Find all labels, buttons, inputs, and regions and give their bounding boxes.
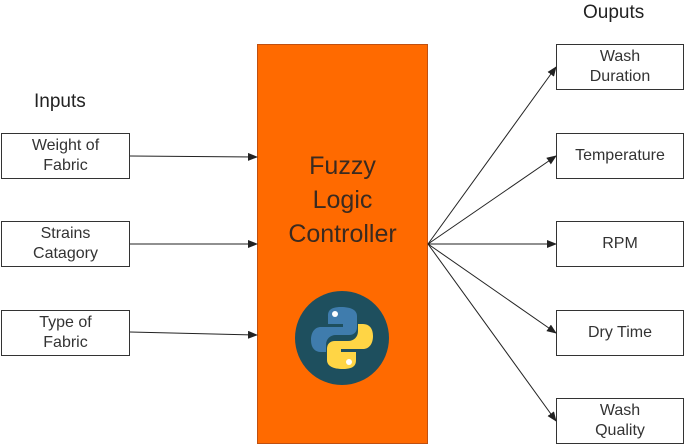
python-logo-icon (293, 289, 391, 387)
output-box-rpm: RPM (556, 221, 684, 267)
input-label: Type of Fabric (39, 314, 92, 351)
output-label: Wash Quality (595, 402, 645, 439)
arrow-to-wash-duration (427, 66, 557, 245)
arrow-to-wash-quality (427, 243, 557, 422)
output-box-wash-duration: Wash Duration (556, 44, 684, 90)
arrow-type-to-controller (129, 330, 258, 339)
input-label: Weight of Fabric (31, 137, 100, 174)
output-box-wash-quality: Wash Quality (556, 398, 684, 444)
arrow-to-temperature (427, 155, 557, 245)
output-label: Dry Time (588, 324, 652, 341)
arrow-weight-to-controller (129, 152, 258, 161)
input-box-strains-category: Strains Catagory (1, 221, 130, 267)
input-label: Strains Catagory (33, 225, 98, 262)
input-box-weight-of-fabric: Weight of Fabric (1, 133, 130, 179)
output-box-temperature: Temperature (556, 133, 684, 179)
arrow-to-dry-time (427, 243, 557, 334)
inputs-heading: Inputs (34, 91, 86, 112)
input-box-type-of-fabric: Type of Fabric (1, 310, 130, 356)
output-box-dry-time: Dry Time (556, 310, 684, 356)
fuzzy-logic-controller-block: Fuzzy Logic Controller (257, 44, 428, 444)
output-label: Wash Duration (589, 48, 651, 85)
output-label: Temperature (575, 147, 665, 164)
outputs-heading: Ouputs (583, 2, 645, 23)
controller-label: Fuzzy Logic Controller (288, 152, 397, 248)
output-label: RPM (602, 235, 638, 252)
